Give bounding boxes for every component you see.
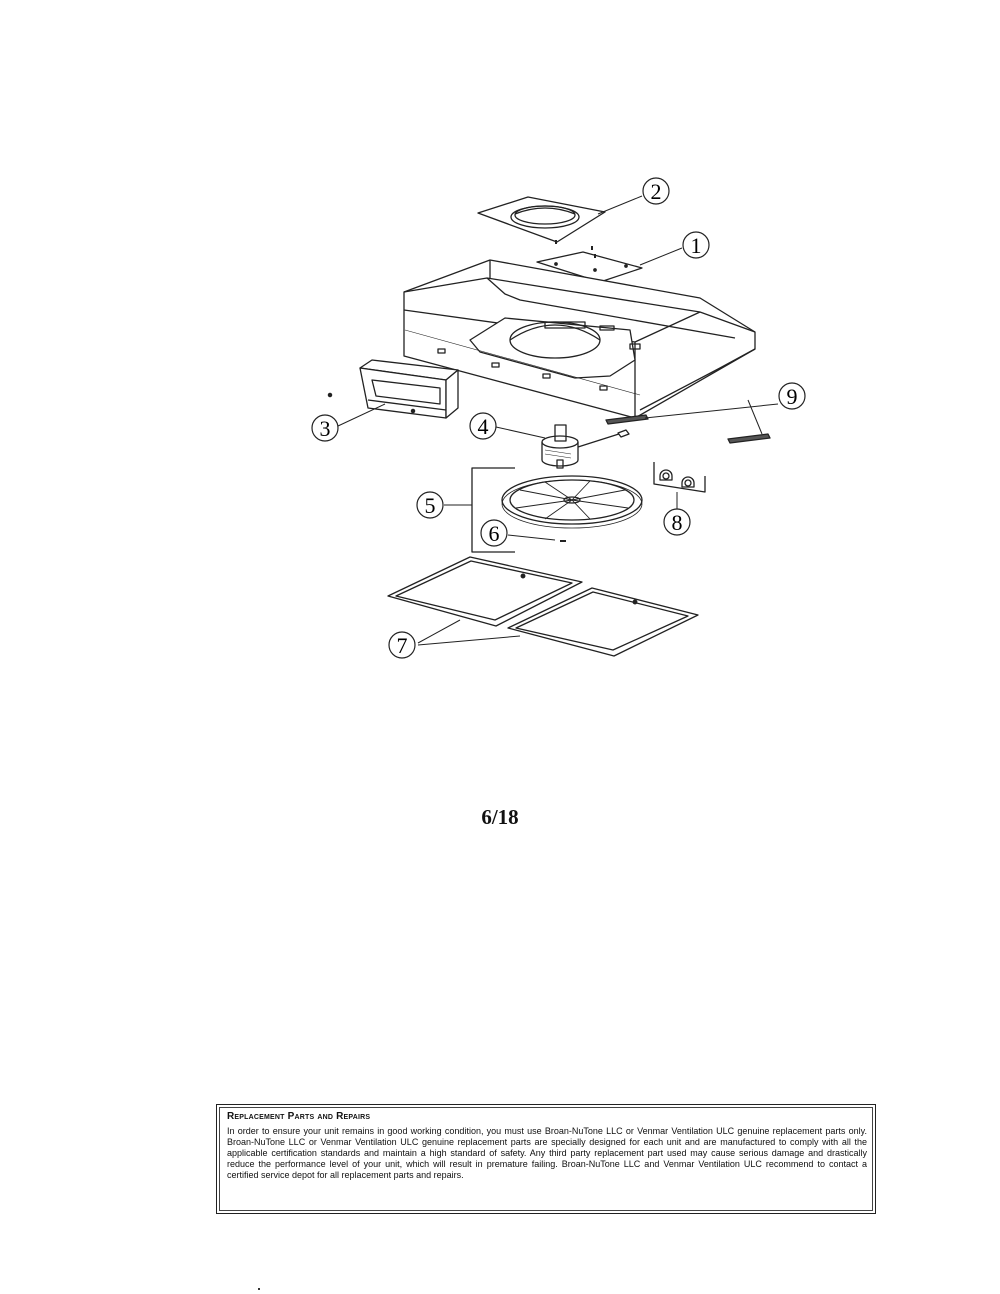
hood-body: [403, 259, 756, 419]
switch-strip-upper: [605, 414, 649, 425]
page-number: 6/18: [481, 805, 519, 829]
scan-speck: [258, 1288, 260, 1290]
notice-body: In order to ensure your unit remains in …: [227, 1126, 867, 1180]
blower-fan: [501, 475, 643, 542]
screws: [555, 240, 596, 258]
callout-5: 5: [425, 493, 436, 518]
grease-filter-left: [387, 556, 583, 627]
callout-circles: [311, 177, 806, 659]
bracket-5: [471, 467, 515, 553]
callout-2: 2: [651, 179, 662, 204]
control-knobs: [653, 462, 706, 493]
duct-collar-plate: [477, 196, 606, 243]
light-housing: [327, 359, 459, 419]
grease-filter-right: [507, 587, 699, 657]
leader-lines: [337, 195, 779, 646]
callout-3: 3: [320, 416, 331, 441]
callout-8: 8: [672, 510, 683, 535]
top-cover-plate: [536, 251, 643, 283]
callout-1: 1: [691, 233, 702, 258]
notice-title: Replacement Parts and Repairs: [227, 1111, 371, 1122]
motor: [541, 424, 630, 469]
callout-4: 4: [478, 414, 489, 439]
replacement-parts-notice: Replacement Parts and Repairs In order t…: [216, 1104, 876, 1214]
callout-7: 7: [397, 633, 408, 658]
callout-6: 6: [489, 521, 500, 546]
callout-9: 9: [787, 384, 798, 409]
switch-strip-lower: [727, 433, 771, 444]
exploded-parts-diagram: 2 1 9 3 4 5 8 6 7: [311, 177, 806, 659]
